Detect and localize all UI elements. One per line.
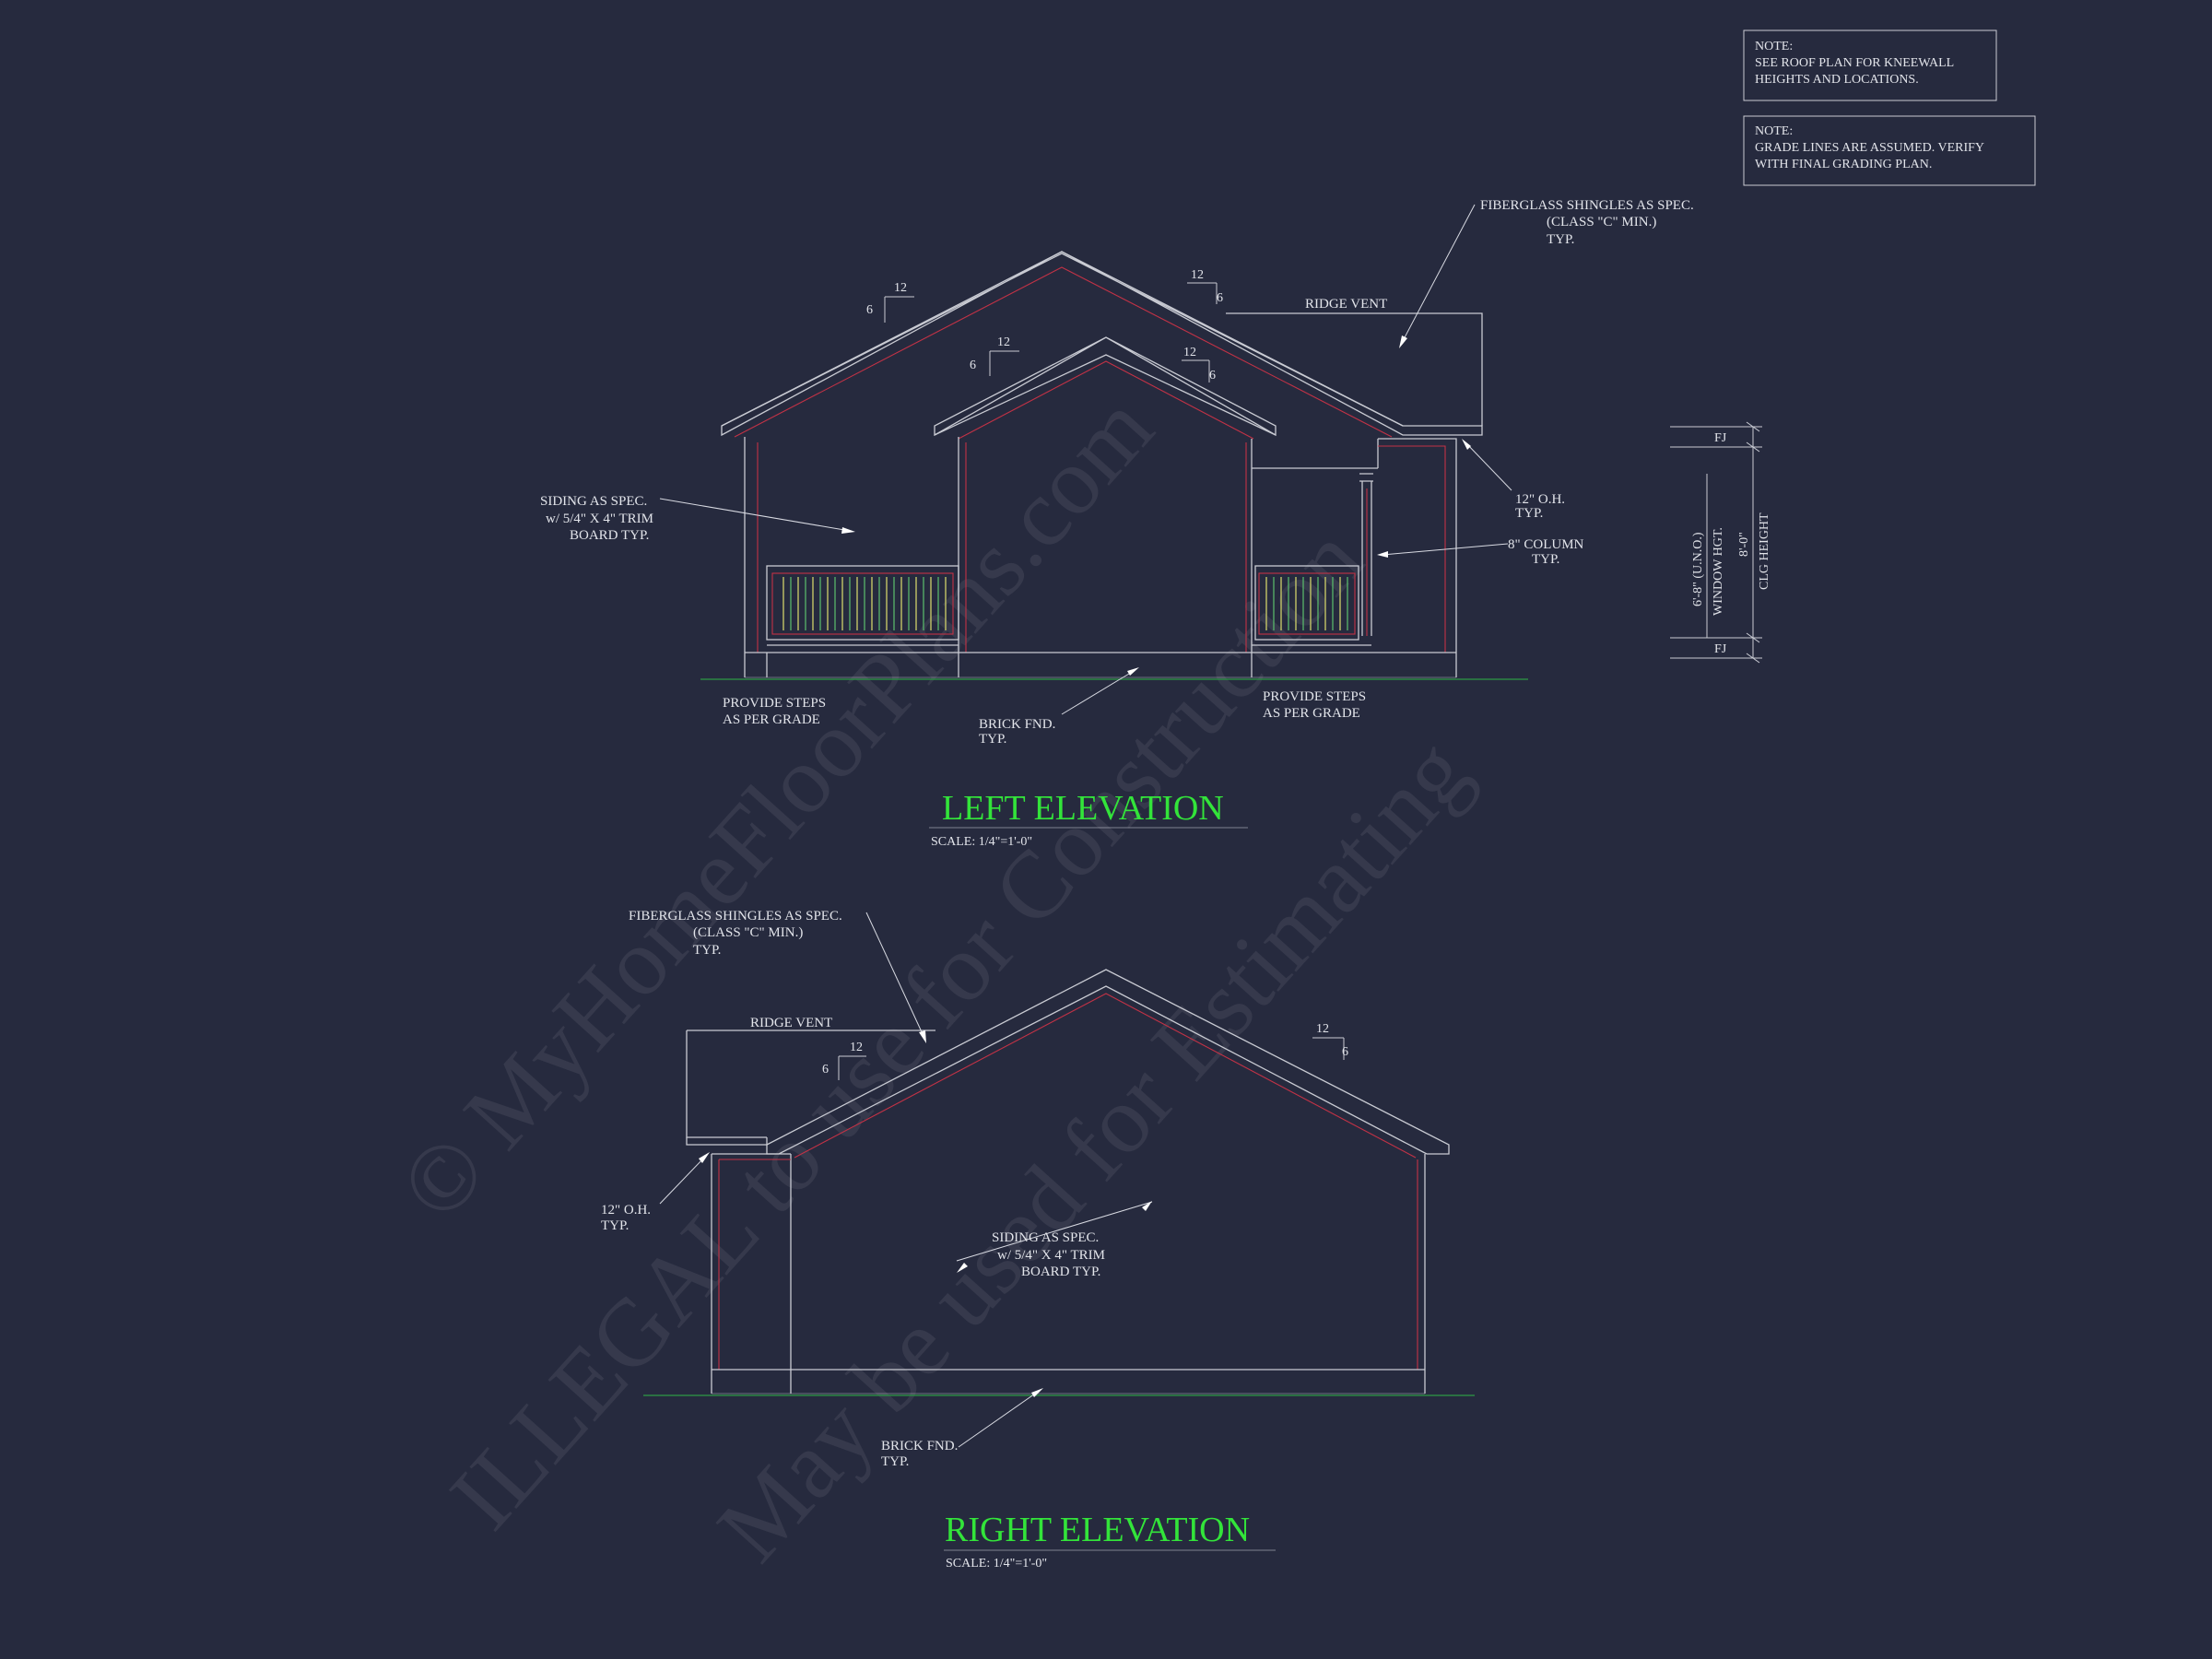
note-grade-lines: NOTE: GRADE LINES ARE ASSUMED. VERIFY WI…	[1743, 115, 2036, 186]
left-steps-2-line-1: PROVIDE STEPS	[1263, 689, 1366, 704]
right-brick-callout: BRICK FND. TYP.	[881, 1388, 1043, 1469]
left-brick-line-2: TYP.	[979, 732, 1006, 747]
left-siding-line-3: BOARD TYP.	[570, 528, 649, 543]
left-slope-symbol-3: 12 6	[1187, 268, 1223, 305]
left-steps-2-line-2: AS PER GRADE	[1263, 706, 1360, 721]
left-siding-line-1: SIDING AS SPEC.	[540, 494, 647, 509]
note-kneewall-line-2: HEIGHTS AND LOCATIONS.	[1755, 73, 1919, 87]
slope-run-label: 12	[997, 335, 1010, 349]
right-shingles-line-1: FIBERGLASS SHINGLES AS SPEC.	[629, 909, 842, 924]
left-steps-1-line-2: AS PER GRADE	[723, 712, 820, 727]
fj-top-label: FJ	[1714, 431, 1727, 445]
ceiling-height-dimension: 8'-0"	[1737, 532, 1751, 557]
fj-bottom-label: FJ	[1714, 642, 1727, 656]
right-porch-balusters	[1265, 577, 1348, 630]
left-overhang-line-1: 12" O.H.	[1515, 492, 1565, 507]
note-grade-line-2: WITH FINAL GRADING PLAN.	[1755, 158, 1932, 171]
left-slope-symbol-1: 12 6	[866, 281, 914, 323]
slope-run-label: 12	[850, 1041, 863, 1054]
note-grade-line-1: GRADE LINES ARE ASSUMED. VERIFY	[1755, 141, 1984, 155]
right-overhang-line-2: TYP.	[601, 1218, 629, 1233]
left-overhang-callout: 12" O.H. TYP.	[1462, 439, 1565, 521]
window-height-label: WINDOW HGT.	[1712, 527, 1725, 616]
left-brick-callout: BRICK FND. TYP.	[979, 667, 1139, 747]
right-overhang-line-1: 12" O.H.	[601, 1203, 651, 1218]
slope-rise-label: 6	[822, 1063, 829, 1077]
note-kneewall-heading: NOTE:	[1755, 40, 1793, 53]
left-shingles-callout: FIBERGLASS SHINGLES AS SPEC. (CLASS "C" …	[1399, 198, 1694, 348]
note-grade-heading: NOTE:	[1755, 124, 1793, 138]
left-slope-symbol-4: 12 6	[1182, 346, 1216, 382]
left-siding-callout: SIDING AS SPEC. w/ 5/4" X 4" TRIM BOARD …	[540, 494, 855, 543]
note-kneewall-line-1: SEE ROOF PLAN FOR KNEEWALL	[1755, 56, 1954, 70]
right-elevation-title-block: RIGHT ELEVATION SCALE: 1/4"=1'-0"	[944, 1511, 1276, 1571]
left-ridge-vent-label: RIDGE VENT	[1305, 297, 1387, 312]
right-elevation-scale: SCALE: 1/4"=1'-0"	[946, 1557, 1047, 1571]
left-column-line-2: TYP.	[1532, 552, 1559, 567]
right-shingles-callout: FIBERGLASS SHINGLES AS SPEC. (CLASS "C" …	[629, 909, 926, 1043]
left-elevation-title-block: LEFT ELEVATION SCALE: 1/4"=1'-0"	[929, 789, 1248, 849]
slope-rise-label: 6	[970, 359, 976, 372]
slope-run-label: 12	[1191, 268, 1204, 282]
slope-rise-label: 6	[1209, 369, 1216, 382]
left-elevation-drawing	[700, 251, 1528, 680]
right-elevation-title: RIGHT ELEVATION	[945, 1511, 1250, 1549]
slope-run-label: 12	[1316, 1022, 1329, 1036]
right-siding-callout: SIDING AS SPEC. w/ 5/4" X 4" TRIM BOARD …	[956, 1201, 1153, 1279]
right-siding-line-1: SIDING AS SPEC.	[992, 1230, 1099, 1245]
left-steps-callout-2: PROVIDE STEPS AS PER GRADE	[1263, 689, 1366, 721]
height-legend: FJ FJ 6'-8" (U.N.O.) WINDOW HGT. 8'-0" C…	[1670, 421, 1771, 664]
slope-rise-label: 6	[1342, 1045, 1348, 1059]
window-height-dimension: 6'-8" (U.N.O.)	[1691, 532, 1705, 606]
left-column-callout: 8" COLUMN TYP.	[1377, 537, 1584, 567]
left-shingles-line-1: FIBERGLASS SHINGLES AS SPEC.	[1480, 198, 1694, 213]
ceiling-height-label: CLG HEIGHT	[1758, 512, 1771, 590]
left-porch-balusters	[782, 577, 947, 630]
left-siding-line-2: w/ 5/4" X 4" TRIM	[546, 512, 653, 526]
right-elevation-drawing	[643, 969, 1475, 1396]
left-steps-callout-1: PROVIDE STEPS AS PER GRADE	[723, 696, 826, 727]
right-shingles-line-3: TYP.	[693, 943, 721, 958]
note-kneewall: NOTE: SEE ROOF PLAN FOR KNEEWALL HEIGHTS…	[1743, 29, 1997, 101]
right-overhang-callout: 12" O.H. TYP.	[601, 1152, 710, 1233]
right-brick-line-2: TYP.	[881, 1454, 909, 1469]
slope-run-label: 12	[894, 281, 907, 295]
left-slope-symbol-2: 12 6	[970, 335, 1019, 376]
slope-run-label: 12	[1183, 346, 1196, 359]
right-brick-line-1: BRICK FND.	[881, 1439, 958, 1453]
right-siding-line-2: w/ 5/4" X 4" TRIM	[997, 1248, 1105, 1263]
left-overhang-line-2: TYP.	[1515, 506, 1543, 521]
left-shingles-line-2: (CLASS "C" MIN.)	[1547, 215, 1656, 229]
left-brick-line-1: BRICK FND.	[979, 717, 1055, 732]
right-ridge-vent-label: RIDGE VENT	[750, 1016, 832, 1030]
right-slope-symbol-2: 12 6	[1312, 1022, 1348, 1060]
right-siding-line-3: BOARD TYP.	[1021, 1265, 1100, 1279]
left-elevation-scale: SCALE: 1/4"=1'-0"	[931, 835, 1032, 849]
watermark: © MyHomeFloorPlans.com ILLEGAL to use fo…	[380, 375, 1489, 1582]
left-steps-1-line-1: PROVIDE STEPS	[723, 696, 826, 711]
right-shingles-line-2: (CLASS "C" MIN.)	[693, 925, 803, 940]
left-elevation-title: LEFT ELEVATION	[942, 789, 1224, 828]
right-slope-symbol-1: 12 6	[822, 1041, 866, 1080]
slope-rise-label: 6	[866, 303, 873, 317]
left-shingles-line-3: TYP.	[1547, 232, 1574, 247]
slope-rise-label: 6	[1217, 291, 1223, 305]
left-column-line-1: 8" COLUMN	[1508, 537, 1584, 552]
